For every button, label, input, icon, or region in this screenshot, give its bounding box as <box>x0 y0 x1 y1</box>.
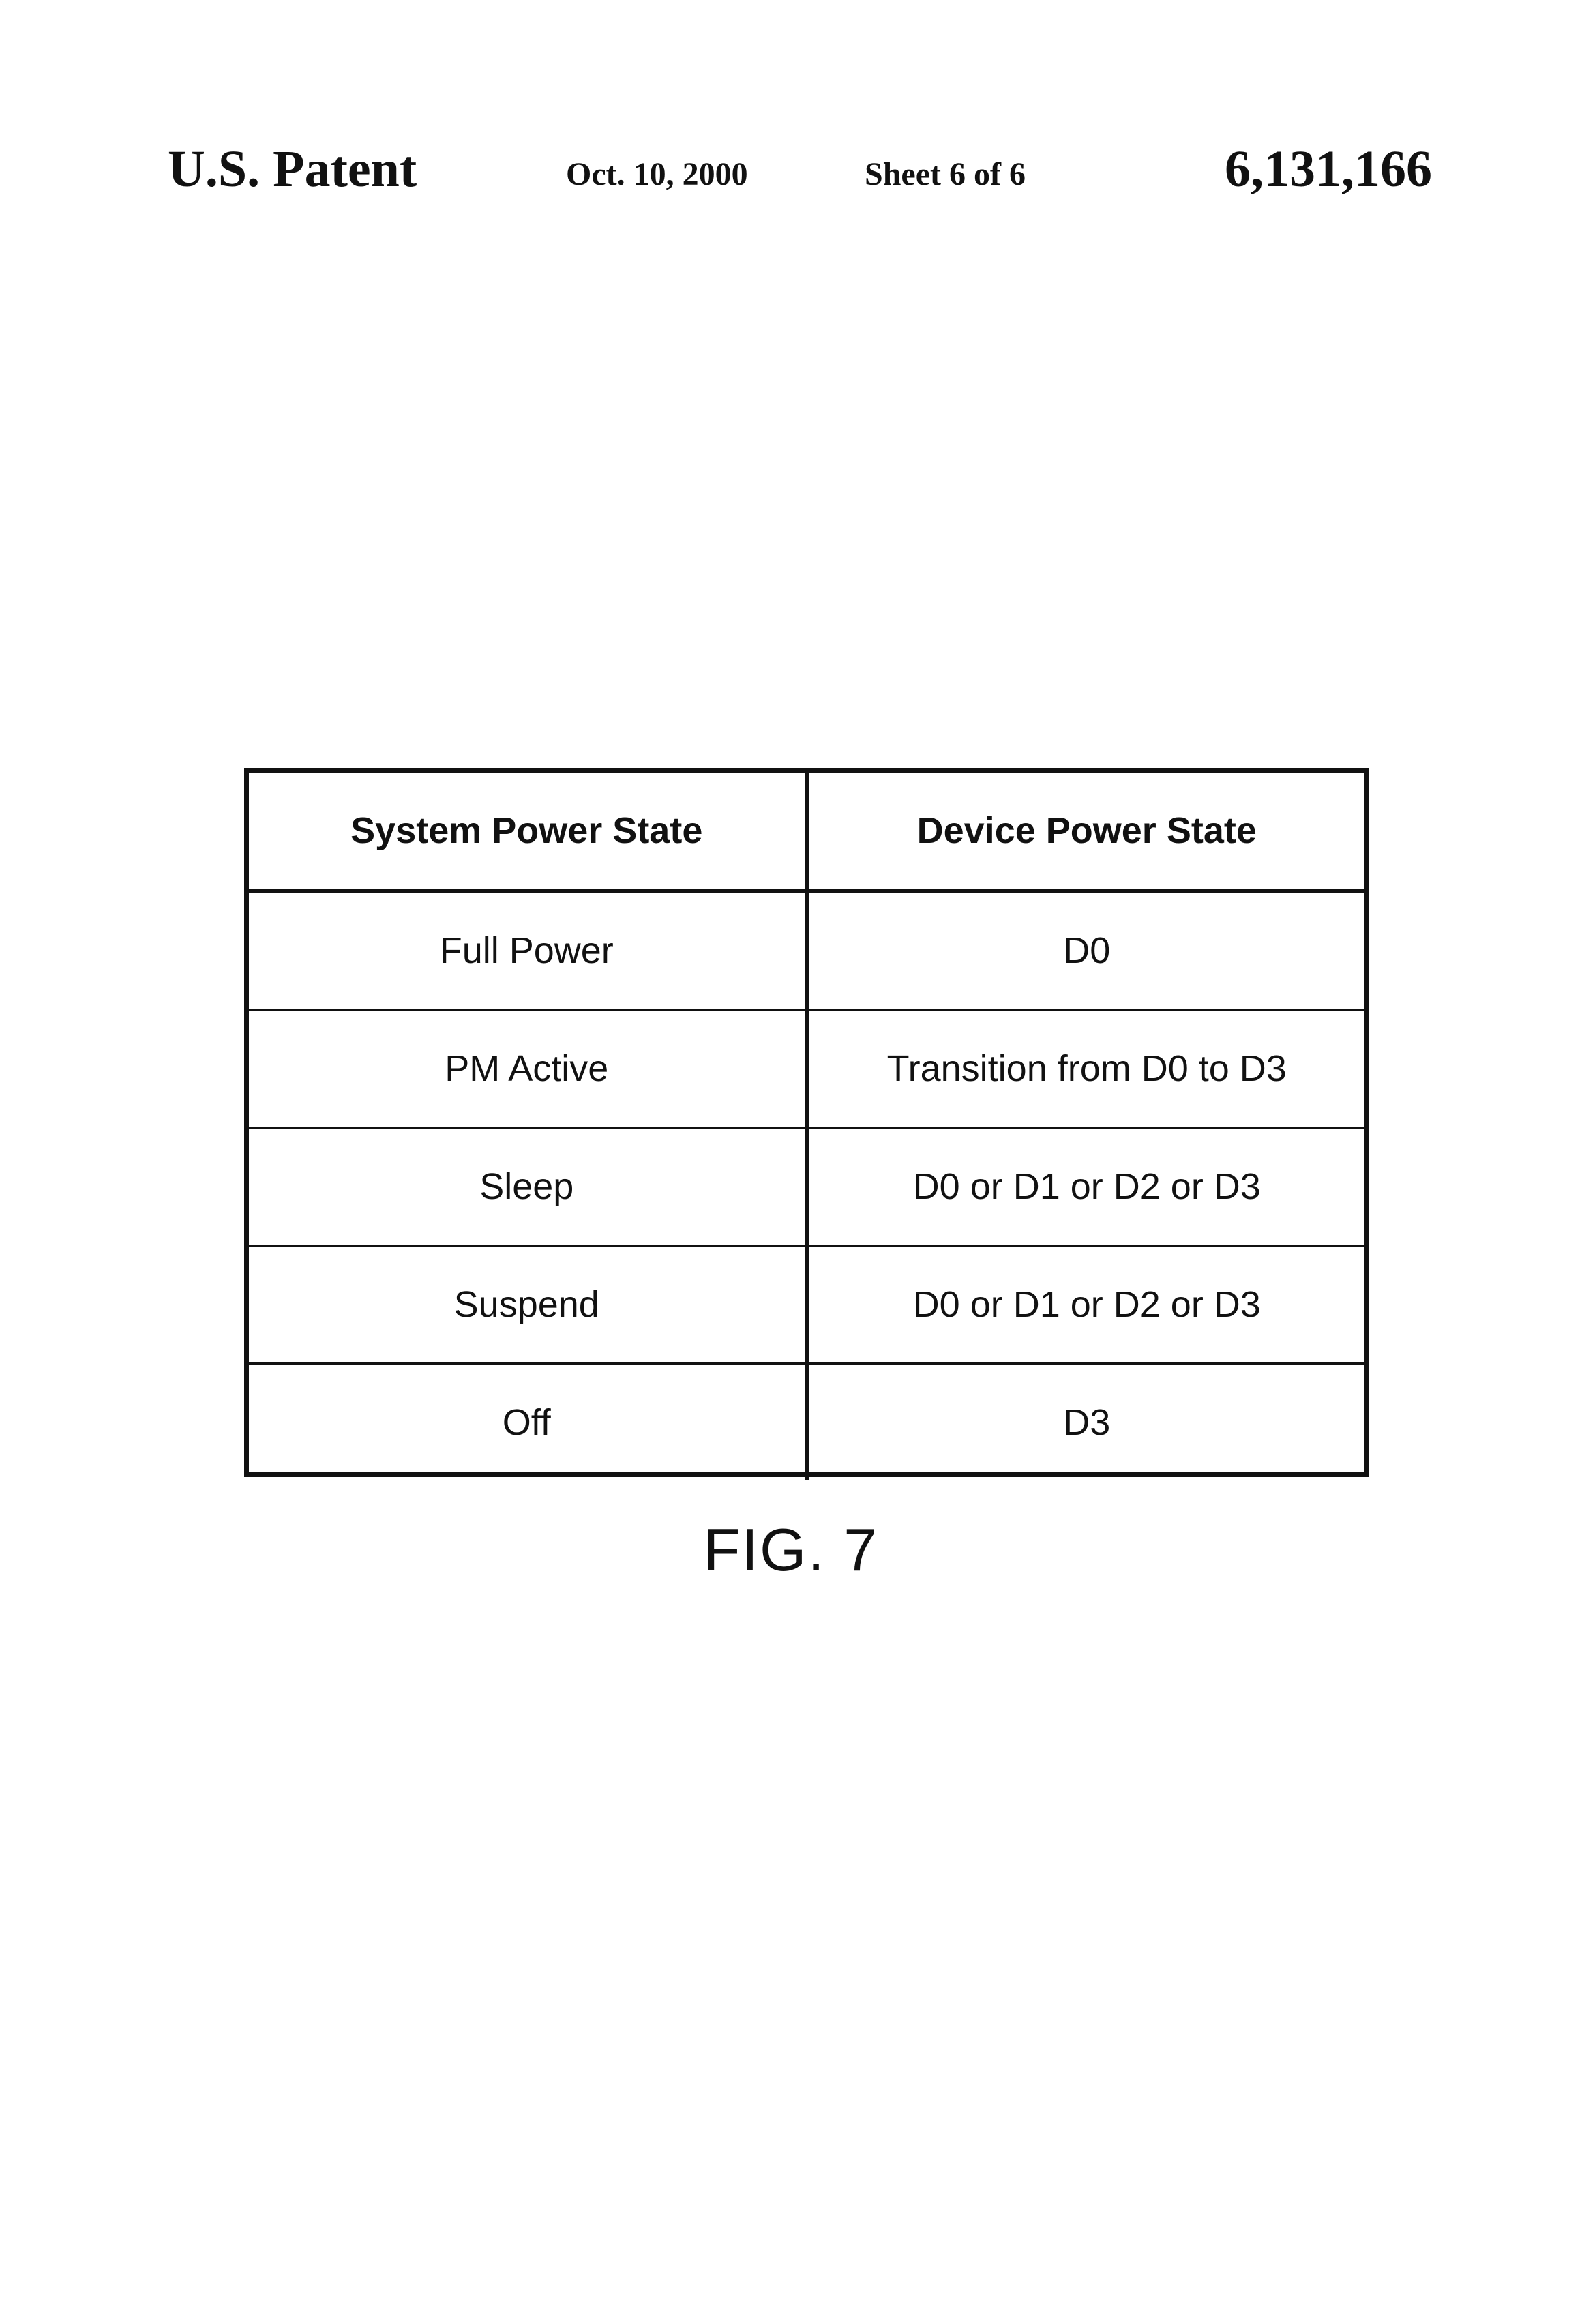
system-state-cell: Sleep <box>249 1128 807 1246</box>
device-state-cell: D0 <box>807 891 1364 1010</box>
sheet-number: Sheet 6 of 6 <box>865 155 1026 193</box>
table-row: Off D3 <box>249 1364 1364 1481</box>
device-state-cell: D3 <box>807 1364 1364 1481</box>
header-device-power-state: Device Power State <box>807 773 1364 891</box>
table-row: Full Power D0 <box>249 891 1364 1010</box>
figure-caption: FIG. 7 <box>0 1515 1582 1585</box>
table-row: Sleep D0 or D1 or D2 or D3 <box>249 1128 1364 1246</box>
table-row: Suspend D0 or D1 or D2 or D3 <box>249 1246 1364 1364</box>
patent-header: U.S. Patent Oct. 10, 2000 Sheet 6 of 6 6… <box>0 0 1582 232</box>
header-system-power-state: System Power State <box>249 773 807 891</box>
system-state-cell: Off <box>249 1364 807 1481</box>
device-state-cell: D0 or D1 or D2 or D3 <box>807 1128 1364 1246</box>
system-state-cell: PM Active <box>249 1010 807 1128</box>
device-state-cell: D0 or D1 or D2 or D3 <box>807 1246 1364 1364</box>
patent-number: 6,131,166 <box>1225 140 1432 199</box>
table-header-row: System Power State Device Power State <box>249 773 1364 891</box>
system-state-cell: Full Power <box>249 891 807 1010</box>
table-row: PM Active Transition from D0 to D3 <box>249 1010 1364 1128</box>
power-state-grid: System Power State Device Power State Fu… <box>249 773 1364 1480</box>
system-state-cell: Suspend <box>249 1246 807 1364</box>
device-state-cell: Transition from D0 to D3 <box>807 1010 1364 1128</box>
patent-label: U.S. Patent <box>168 140 417 199</box>
patent-date: Oct. 10, 2000 <box>566 155 748 193</box>
power-state-table: System Power State Device Power State Fu… <box>244 768 1369 1477</box>
